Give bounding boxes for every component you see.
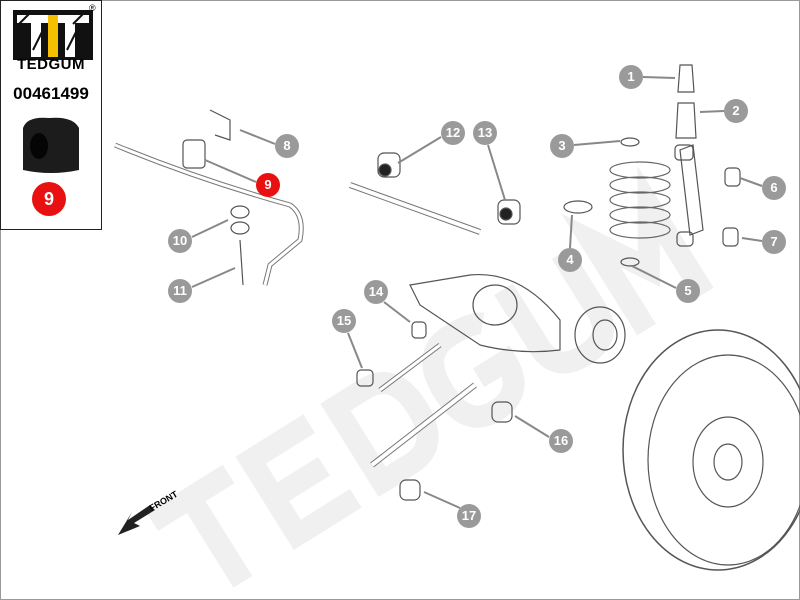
registered-mark: ® bbox=[89, 3, 96, 13]
callout-4[interactable]: 4 bbox=[558, 248, 582, 272]
callout-5[interactable]: 5 bbox=[676, 279, 700, 303]
callout-7[interactable]: 7 bbox=[762, 230, 786, 254]
callout-13[interactable]: 13 bbox=[473, 121, 497, 145]
watermark-logo bbox=[146, 165, 714, 588]
callout-14[interactable]: 14 bbox=[364, 280, 388, 304]
product-image bbox=[23, 117, 79, 173]
callout-6[interactable]: 6 bbox=[762, 176, 786, 200]
callout-9-selected[interactable]: 9 bbox=[256, 173, 280, 197]
callout-12[interactable]: 12 bbox=[441, 121, 465, 145]
callout-15[interactable]: 15 bbox=[332, 309, 356, 333]
callout-16[interactable]: 16 bbox=[549, 429, 573, 453]
callout-8[interactable]: 8 bbox=[275, 134, 299, 158]
callout-2[interactable]: 2 bbox=[724, 99, 748, 123]
selected-callout-badge: 9 bbox=[32, 182, 66, 216]
callout-17[interactable]: 17 bbox=[457, 504, 481, 528]
stabilizer-bushing-9 bbox=[182, 139, 206, 169]
tedgum-logo bbox=[13, 10, 93, 60]
callout-3[interactable]: 3 bbox=[550, 134, 574, 158]
front-arrow-icon bbox=[118, 505, 155, 535]
product-panel: ® TEDGUM 00461499 9 bbox=[0, 0, 102, 230]
brand-name: TEDGUM bbox=[17, 56, 85, 73]
callout-1[interactable]: 1 bbox=[619, 65, 643, 89]
callout-11[interactable]: 11 bbox=[168, 279, 192, 303]
callout-10[interactable]: 10 bbox=[168, 229, 192, 253]
part-number: 00461499 bbox=[13, 84, 89, 103]
